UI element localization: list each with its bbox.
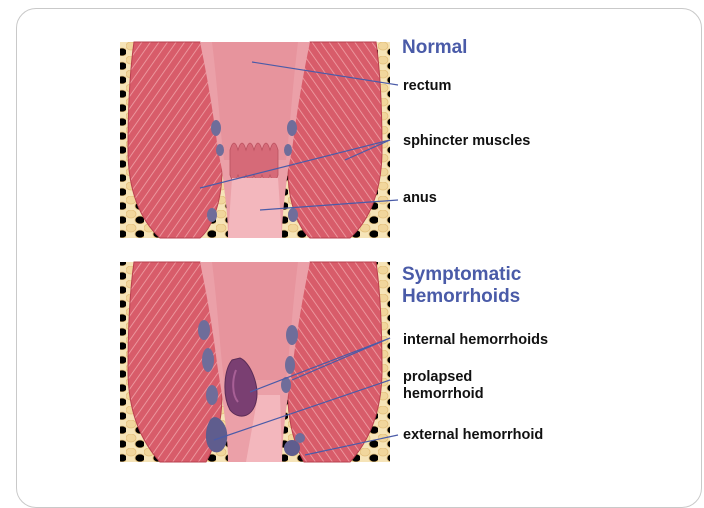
label-external-hemorrhoid: external hemorrhoid: [403, 427, 543, 444]
symptomatic-heading-line2: Hemorrhoids: [402, 286, 520, 308]
normal-heading: Normal: [402, 37, 467, 59]
label-sphincter-muscles: sphincter muscles: [403, 133, 530, 150]
label-prolapsed-line2: hemorrhoid: [403, 386, 484, 403]
anatomy-illustration: [0, 0, 704, 484]
symptomatic-anatomy: [120, 262, 390, 462]
label-rectum: rectum: [403, 78, 451, 95]
label-prolapsed-line1: prolapsed: [403, 369, 472, 386]
label-internal-hemorrhoids: internal hemorrhoids: [403, 332, 548, 349]
normal-anatomy: [120, 42, 390, 238]
label-anus: anus: [403, 190, 437, 207]
symptomatic-heading-line1: Symptomatic: [402, 264, 521, 286]
